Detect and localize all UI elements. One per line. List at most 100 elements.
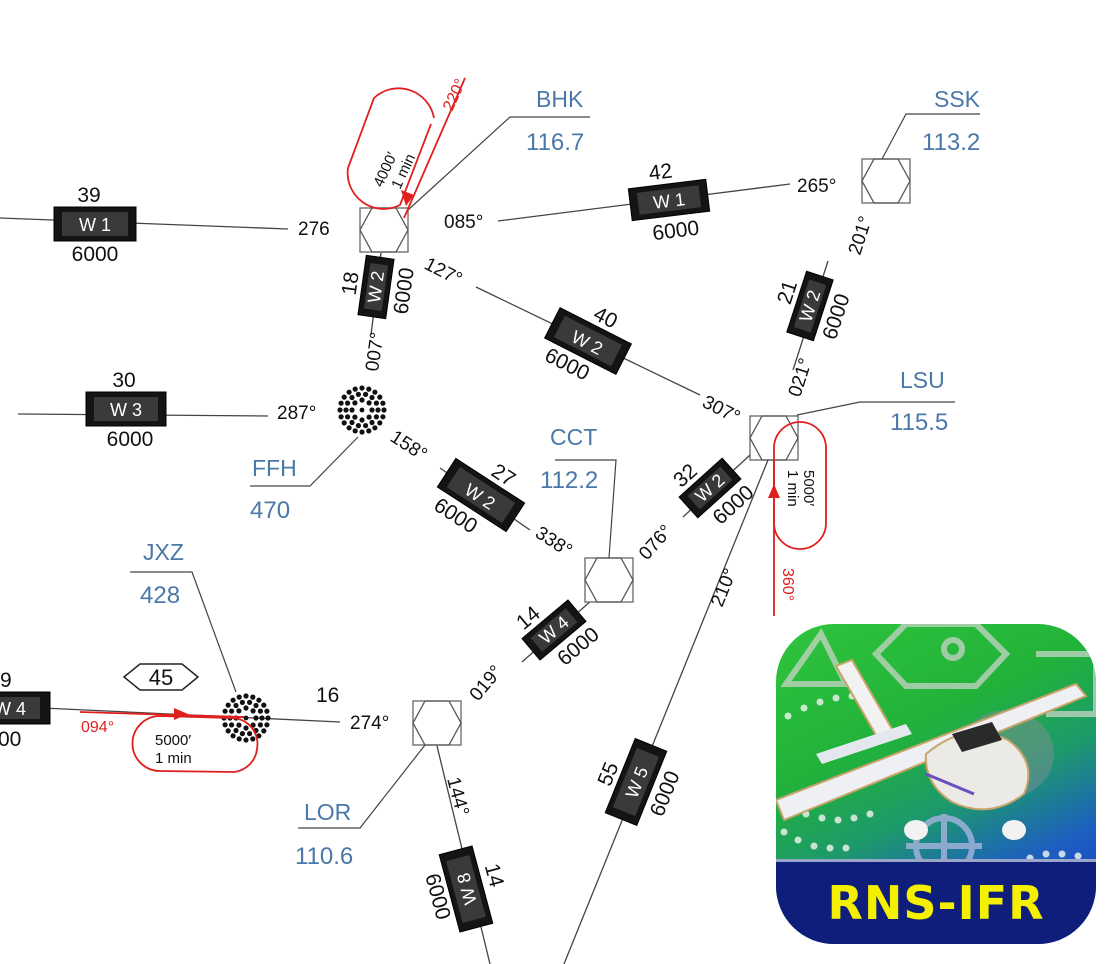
hold-course-lsu: 360° bbox=[779, 568, 796, 601]
leader-cct bbox=[555, 459, 617, 559]
vor-lor[interactable] bbox=[412, 700, 462, 746]
ndb-dot bbox=[247, 731, 253, 737]
leader-ffh bbox=[250, 436, 359, 487]
ndb-dot bbox=[233, 702, 239, 709]
airway-w2-ffh-cct[interactable]: W 2 27 6000 bbox=[423, 439, 537, 553]
course-w1-to-ssk: 265° bbox=[797, 176, 836, 197]
hold-racetrack-lsu bbox=[773, 421, 827, 550]
airway-w2-ssk-lsu[interactable]: W 2 21 6000 bbox=[765, 264, 858, 349]
ndb-dot bbox=[236, 722, 242, 728]
app-icon[interactable]: RNS-IFR bbox=[776, 624, 1096, 944]
vor-ssk[interactable] bbox=[861, 158, 911, 204]
ndb-dot bbox=[352, 428, 358, 434]
ndb-dot bbox=[253, 702, 259, 709]
leader-lor bbox=[298, 744, 426, 829]
course-w3: 287° bbox=[277, 403, 316, 424]
ndb-dot bbox=[222, 708, 228, 714]
route-w5-lsu bbox=[563, 459, 769, 964]
course-w2-to-lsu-021: 021° bbox=[785, 356, 817, 400]
vor-cct[interactable] bbox=[584, 557, 634, 603]
ndb-dot bbox=[381, 407, 387, 413]
ndb-dot bbox=[243, 725, 249, 731]
ndb-dot bbox=[352, 400, 358, 406]
airway-w2-cct-lsu[interactable]: W 2 32 6000 bbox=[664, 441, 759, 537]
ndb-dot bbox=[372, 389, 378, 395]
hold-arrow-jxz bbox=[174, 708, 188, 720]
ndb-dot bbox=[377, 394, 383, 400]
airway-name: W 3 bbox=[110, 400, 142, 420]
vor-bhk[interactable] bbox=[359, 207, 409, 253]
airway-min-alt: 6000 bbox=[651, 217, 700, 246]
airway-min-alt: 6000 bbox=[390, 266, 419, 315]
ndb-dot bbox=[265, 715, 271, 721]
airway-distance: 14 bbox=[480, 861, 508, 890]
airway-w2-bhk-ffh[interactable]: W 2 18 6000 bbox=[335, 252, 420, 322]
station-freq-bhk: 116.7 bbox=[526, 129, 584, 156]
airway-distance: 29 bbox=[0, 669, 12, 692]
hold-time-jxz: 1 min bbox=[155, 750, 192, 767]
ndb-dot bbox=[375, 407, 381, 413]
ndb-dot bbox=[243, 705, 249, 711]
hold-bhk: 220° 4000′ 1 min bbox=[346, 77, 470, 219]
ndb-dot bbox=[222, 722, 228, 728]
leader-lsu bbox=[796, 401, 955, 416]
airway-w5[interactable]: W 5 55 6000 bbox=[584, 730, 691, 835]
ndb-dot bbox=[250, 708, 256, 714]
app-icon-banner: RNS-IFR bbox=[776, 859, 1096, 944]
station-freq-lor: 110.6 bbox=[295, 843, 353, 870]
icon-vor-circle bbox=[941, 637, 965, 661]
airway-w2-bhk-lsu[interactable]: W 2 40 6000 bbox=[533, 287, 642, 396]
airway-w4-west[interactable]: W 4 29 6000 bbox=[0, 669, 51, 751]
hold-racetrack-bhk bbox=[346, 87, 435, 210]
ndb-dot bbox=[343, 407, 349, 413]
ndb-dot bbox=[239, 699, 245, 705]
station-freq-lsu: 115.5 bbox=[890, 409, 948, 436]
ndb-dot bbox=[373, 414, 379, 420]
ndb-dot bbox=[346, 425, 352, 431]
course-w4-lor-out: 019° bbox=[466, 662, 507, 706]
airway-distance: 30 bbox=[112, 369, 135, 392]
airway-w3-west[interactable]: W 3 30 6000 bbox=[85, 369, 167, 451]
ndb-dot bbox=[366, 414, 372, 420]
ndb-dot bbox=[369, 407, 375, 413]
ndb-dot bbox=[243, 737, 249, 743]
ndb-dot bbox=[345, 414, 351, 420]
ndb-dot bbox=[377, 420, 383, 426]
msa-value: 45 bbox=[149, 665, 173, 690]
ndb-dot bbox=[243, 693, 249, 699]
ndb-dot bbox=[250, 694, 256, 700]
ndb-dot bbox=[259, 715, 265, 721]
ndb-center-dot bbox=[243, 715, 249, 721]
icon-hex-right bbox=[1036, 651, 1096, 717]
hold-lsu: 360° 5000′ 1 min bbox=[768, 421, 827, 616]
ndb-dot bbox=[230, 733, 236, 739]
course-w4-to-jxz: 274° bbox=[350, 713, 389, 734]
station-freq-ssk: 113.2 bbox=[922, 129, 980, 156]
airway-w1-bhk-ssk[interactable]: W 1 42 6000 bbox=[625, 156, 713, 248]
ndb-dot bbox=[341, 394, 347, 400]
airway-min-alt: 6000 bbox=[0, 728, 21, 751]
ndb-dot bbox=[341, 420, 347, 426]
ndb-dot bbox=[229, 722, 235, 728]
msa-box: 45 bbox=[122, 663, 200, 691]
ndb-ffh[interactable] bbox=[337, 385, 387, 435]
ndb-dot bbox=[355, 423, 361, 429]
airway-name: W 1 bbox=[79, 215, 111, 235]
ndb-dot bbox=[366, 386, 372, 392]
ndb-center-dot bbox=[359, 407, 365, 413]
distance-jxz-lor: 16 bbox=[316, 684, 339, 707]
ndb-jxz[interactable] bbox=[221, 693, 271, 743]
ndb-dot bbox=[338, 414, 344, 420]
icon-airplane bbox=[776, 658, 1088, 840]
ndb-dot bbox=[239, 731, 245, 737]
station-freq-cct: 112.2 bbox=[540, 467, 598, 494]
ndb-dot bbox=[366, 428, 372, 434]
ndb-dot bbox=[352, 414, 358, 420]
ndb-dot bbox=[257, 708, 263, 714]
airway-w8[interactable]: W 8 14 6000 bbox=[416, 839, 517, 938]
ndb-dot bbox=[380, 400, 386, 406]
airway-w1-west[interactable]: W 1 39 6000 bbox=[53, 184, 137, 266]
app-icon-label: RNS-IFR bbox=[827, 876, 1045, 930]
app-icon-artwork bbox=[776, 624, 1096, 877]
ndb-dot bbox=[253, 715, 259, 721]
